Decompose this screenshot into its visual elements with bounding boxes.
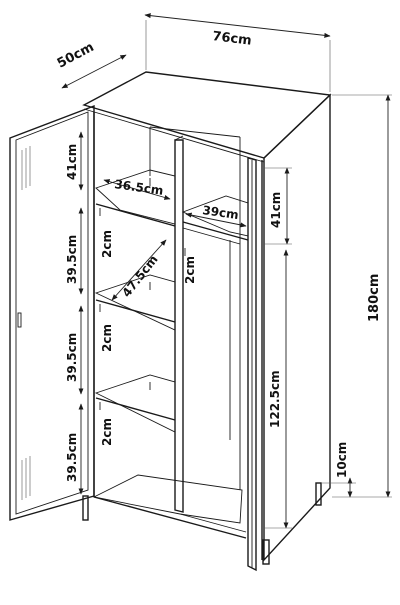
cabinet-body bbox=[82, 71, 332, 562]
right-top-space-label: 41cm bbox=[269, 192, 283, 228]
door-panel bbox=[9, 104, 95, 521]
open-door bbox=[9, 104, 95, 521]
right-shelf-thickness-label: 2cm bbox=[183, 256, 197, 284]
depth-label: 50cm bbox=[55, 40, 97, 72]
shelf-3 bbox=[94, 374, 176, 433]
left-top-space-label: 41cm bbox=[65, 144, 79, 180]
leg-back-right bbox=[315, 482, 322, 506]
shelf-1 bbox=[95, 169, 176, 225]
cabinet-legs bbox=[82, 482, 322, 565]
hanging-rail bbox=[182, 227, 241, 245]
center-divider bbox=[174, 139, 184, 513]
leg-front-right bbox=[262, 539, 270, 565]
left-shelf-gap-label-2: 39.5cm bbox=[65, 333, 79, 382]
leg-height-label: 10cm bbox=[335, 442, 349, 478]
left-shelf-thickness-label-2: 2cm bbox=[100, 324, 114, 352]
right-shelf-width-label: 39cm bbox=[202, 203, 240, 222]
dimension-lines bbox=[61, 13, 392, 529]
door-lock-icon bbox=[17, 312, 22, 328]
left-shelf-thickness-label-3: 2cm bbox=[100, 418, 114, 446]
door-vents-bottom bbox=[21, 456, 31, 500]
depth-dimension-line bbox=[61, 54, 127, 89]
left-shelf-thickness-label-1: 2cm bbox=[100, 230, 114, 258]
right-door-edge bbox=[247, 157, 257, 572]
hanging-height-label: 122.5cm bbox=[268, 370, 282, 428]
dimension-labels: 76cm 50cm 180cm 10cm 41cm 39.5cm 39.5cm … bbox=[55, 29, 382, 482]
left-shelves bbox=[94, 169, 176, 433]
leg-front-left bbox=[82, 495, 89, 521]
left-shelf-gap-label-3: 39.5cm bbox=[65, 433, 79, 482]
left-shelf-width-label: 36.5cm bbox=[114, 177, 165, 198]
door-vents-top bbox=[21, 146, 31, 190]
width-label: 76cm bbox=[212, 29, 253, 49]
left-shelf-gap-label-1: 39.5cm bbox=[65, 235, 79, 284]
height-label: 180cm bbox=[367, 274, 382, 322]
width-dimension-line bbox=[144, 13, 331, 38]
right-side-panel bbox=[263, 93, 331, 562]
